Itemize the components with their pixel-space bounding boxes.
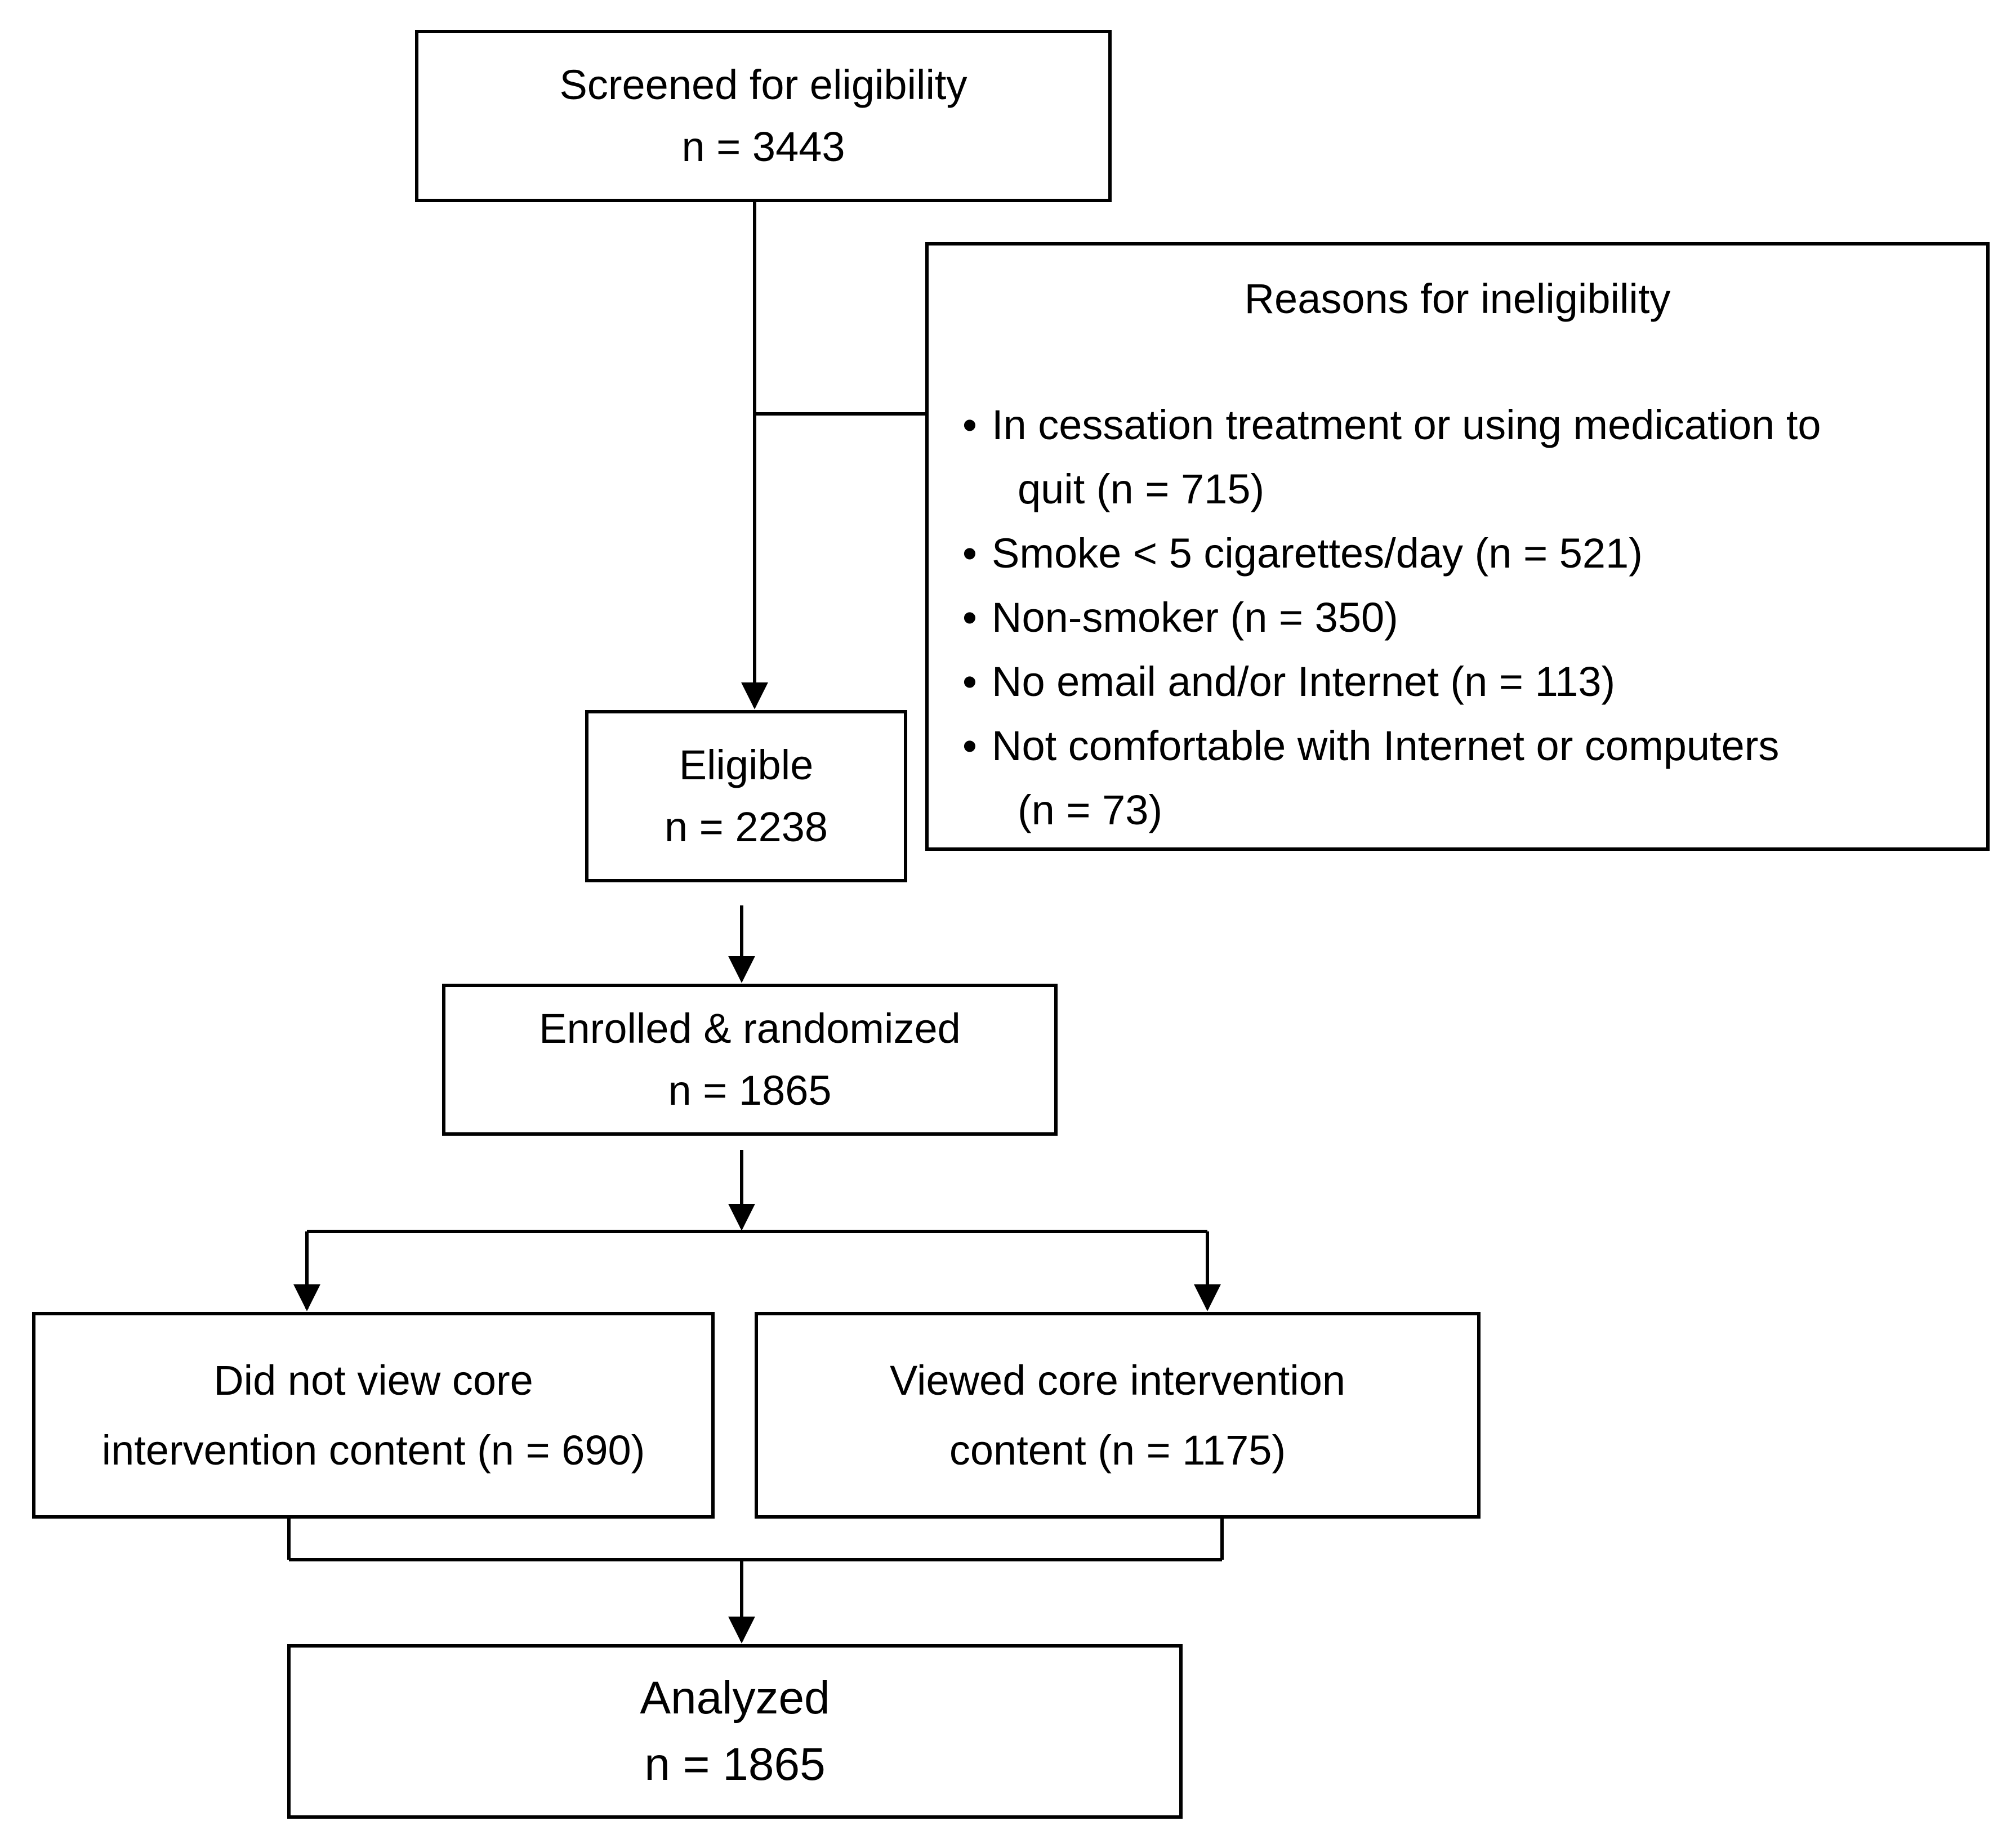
screened-count: n = 3443 (681, 123, 845, 170)
viewed-line1: Viewed core intervention (889, 1356, 1345, 1404)
ineligibility-item-line2: (n = 73) (1018, 787, 1163, 833)
not-viewed-line1: Did not view core (213, 1356, 533, 1404)
eligible-label: Eligible (679, 742, 814, 788)
not-viewed-box: Did not view core intervention content (… (32, 1312, 715, 1519)
ineligibility-item-line1: No email and/or Internet (n = 113) (992, 658, 1616, 705)
eligible-count: n = 2238 (664, 804, 828, 850)
screened-label: Screened for eligibility (559, 61, 967, 108)
ineligibility-item-line1: Not comfortable with Internet or compute… (992, 722, 1780, 769)
ineligibility-item-line1: Non-smoker (n = 350) (992, 594, 1398, 641)
ineligibility-box: Reasons for ineligibility • In cessation… (925, 242, 1990, 851)
not-viewed-line2: intervention content (n = 690) (101, 1426, 645, 1474)
ineligibility-item: • Smoke < 5 cigarettes/day (n = 521) (962, 521, 1964, 586)
enrolled-label: Enrolled & randomized (539, 1005, 961, 1052)
ineligibility-list: • In cessation treatment or using medica… (962, 393, 1964, 842)
eligible-box: Eligible n = 2238 (585, 710, 907, 882)
bullet-icon: • (962, 658, 977, 705)
bullet-icon: • (962, 594, 977, 641)
screened-box: Screened for eligibility n = 3443 (415, 30, 1112, 202)
ineligibility-item: • Non-smoker (n = 350) (962, 586, 1964, 650)
ineligibility-item: • Not comfortable with Internet or compu… (962, 714, 1964, 842)
ineligibility-item-line2: quit (n = 715) (1018, 466, 1265, 512)
enrolled-count: n = 1865 (668, 1067, 832, 1114)
ineligibility-item: • No email and/or Internet (n = 113) (962, 650, 1964, 714)
bullet-icon: • (962, 722, 977, 769)
bullet-icon: • (962, 401, 977, 448)
analyzed-box: Analyzed n = 1865 (287, 1644, 1183, 1819)
viewed-box: Viewed core intervention content (n = 11… (755, 1312, 1481, 1519)
analyzed-count: n = 1865 (644, 1739, 826, 1790)
bullet-icon: • (962, 530, 977, 577)
ineligibility-item: • In cessation treatment or using medica… (962, 393, 1964, 521)
analyzed-label: Analyzed (640, 1672, 830, 1724)
ineligibility-item-line1: In cessation treatment or using medicati… (992, 401, 1821, 448)
ineligibility-title: Reasons for ineligibility (1244, 275, 1671, 322)
enrolled-box: Enrolled & randomized n = 1865 (442, 984, 1058, 1136)
ineligibility-item-line1: Smoke < 5 cigarettes/day (n = 521) (992, 530, 1643, 577)
viewed-line2: content (n = 1175) (949, 1426, 1286, 1474)
